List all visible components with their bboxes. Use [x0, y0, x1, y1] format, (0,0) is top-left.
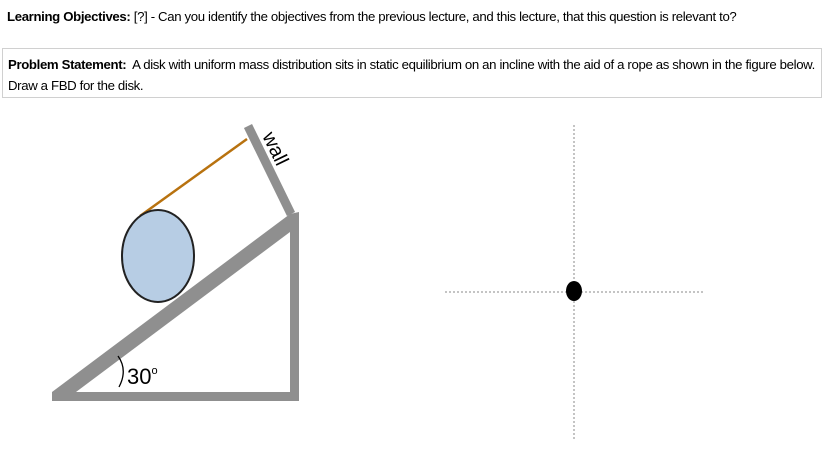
learning-objectives-text: [?] - Can you identify the objectives fr… [130, 9, 737, 24]
angle-arc [117, 355, 124, 388]
disk [121, 209, 195, 303]
problem-statement-label: Problem Statement: [8, 57, 127, 72]
angle-label: 30o [127, 364, 158, 389]
learning-objectives-label: Learning Objectives: [7, 9, 131, 24]
learning-objectives: Learning Objectives: [?] - Can you ident… [7, 9, 737, 24]
problem-statement-text: A disk with uniform mass distribution si… [8, 57, 822, 93]
incline-inner [76, 232, 290, 392]
rope [139, 137, 248, 218]
fbd-disk-point [566, 281, 582, 301]
wall [243, 124, 296, 216]
problem-statement: Problem Statement: A disk with uniform m… [2, 48, 822, 98]
